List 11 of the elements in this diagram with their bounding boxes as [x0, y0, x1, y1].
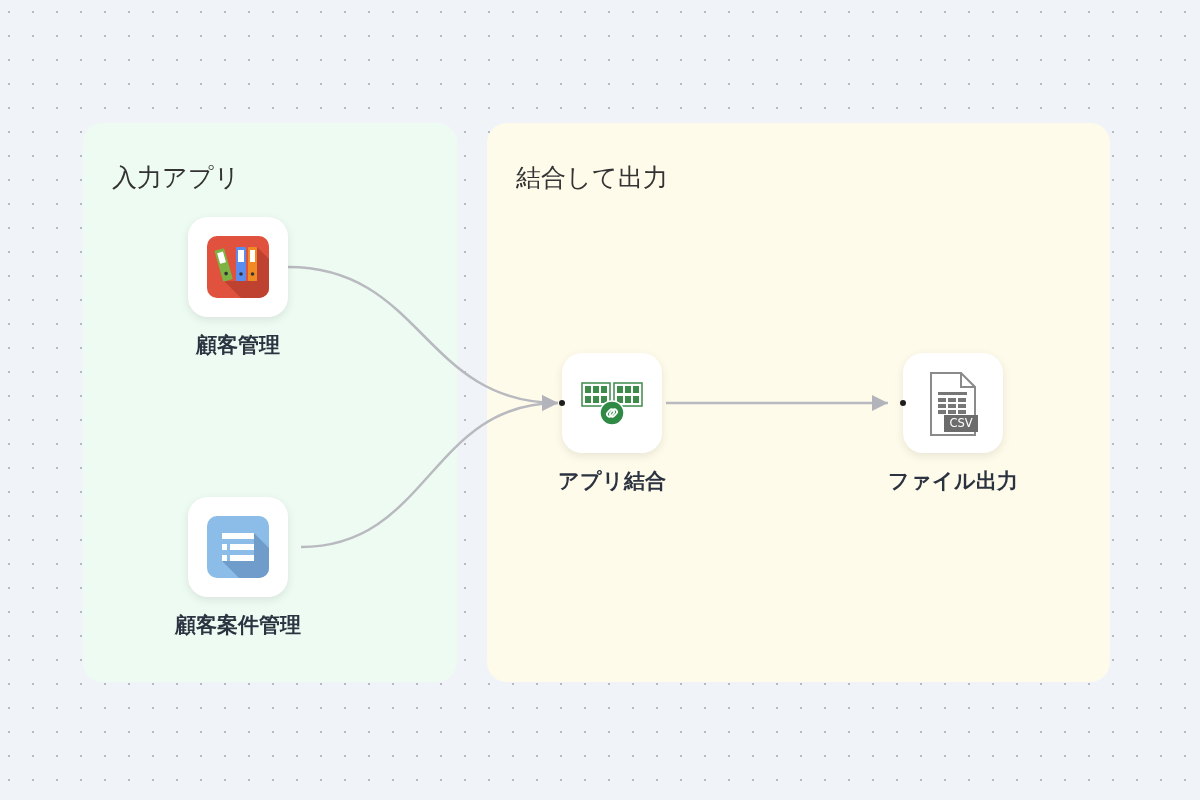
- group-heading: 入力アプリ: [112, 162, 240, 194]
- group-panel: [487, 123, 1110, 682]
- group-panel: [83, 123, 457, 682]
- node-label: アプリ結合: [558, 468, 666, 495]
- group-heading: 結合して出力: [516, 162, 668, 194]
- node-label: 顧客案件管理: [175, 612, 301, 639]
- file-type-tag: CSV: [944, 415, 978, 432]
- arrow: [666, 395, 888, 411]
- node-label: ファイル出力: [888, 468, 1018, 495]
- arrow: [300, 396, 559, 549]
- node-label: 顧客管理: [196, 332, 280, 359]
